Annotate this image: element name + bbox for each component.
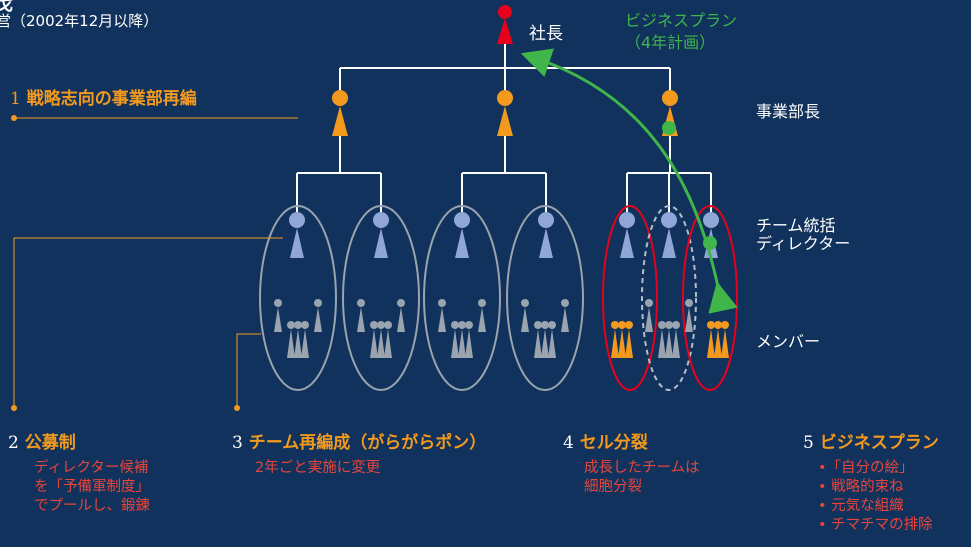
point4-description: 成長したチームは 細胞分裂 bbox=[584, 459, 700, 497]
point4-number: 4 bbox=[563, 433, 574, 453]
point2-line: でプールし、鍛錬 bbox=[34, 498, 150, 514]
point2-title: 公募制 bbox=[24, 433, 76, 453]
header-title: 戈 bbox=[0, 0, 13, 15]
point4-line: 細胞分裂 bbox=[584, 479, 642, 495]
business-plan-line2: （4年計画） bbox=[625, 33, 716, 52]
point5-description: •「自分の絵」 • 戦略的束ね • 元気な組織 • チマチマの排除 bbox=[818, 459, 933, 535]
point5-title: ビジネスプラン bbox=[819, 433, 939, 453]
point3-line: 2年ごと実施に変更 bbox=[255, 460, 381, 476]
point2-line: ディレクター候補 bbox=[34, 460, 149, 476]
header-subtitle: 営（2002年12月以降） bbox=[0, 12, 159, 30]
member-figures bbox=[274, 299, 693, 358]
point1-number: 1 bbox=[10, 89, 21, 109]
role-member: メンバー bbox=[756, 332, 821, 351]
point5-line: • チマチマの排除 bbox=[818, 517, 933, 533]
point3-heading: 3 チーム再編成（がらがらポン） bbox=[232, 428, 486, 453]
role-team-director-line2: ディレクター bbox=[756, 234, 851, 253]
point2-number: 2 bbox=[8, 433, 19, 453]
point2-line: を「予備軍制度」 bbox=[34, 479, 150, 495]
point2-description: ディレクター候補 を「予備軍制度」 でプールし、鍛錬 bbox=[34, 459, 150, 516]
point2-heading: 2 公募制 bbox=[8, 428, 76, 453]
role-team-director-line1: チーム統括 bbox=[756, 216, 836, 235]
president-figure bbox=[497, 5, 513, 44]
point4-heading: 4 セル分裂 bbox=[563, 428, 648, 453]
point1-title: 戦略志向の事業部再編 bbox=[26, 89, 197, 109]
role-president: 社長 bbox=[529, 24, 563, 44]
business-plan-label: ビジネスプラン （4年計画） bbox=[625, 10, 737, 54]
point1-heading: 1 戦略志向の事業部再編 bbox=[10, 84, 197, 109]
point-leader-lines bbox=[11, 115, 298, 411]
role-division-head: 事業部長 bbox=[756, 102, 821, 121]
new-member-figures bbox=[611, 321, 729, 358]
point5-heading: 5 ビジネスプラン bbox=[803, 428, 939, 453]
business-plan-line1: ビジネスプラン bbox=[625, 11, 738, 30]
point5-line: • 戦略的束ね bbox=[818, 479, 904, 495]
business-plan-arrow bbox=[520, 48, 738, 314]
point4-title: セル分裂 bbox=[579, 433, 648, 453]
point3-description: 2年ごと実施に変更 bbox=[255, 459, 380, 478]
point5-number: 5 bbox=[803, 433, 814, 453]
point3-number: 3 bbox=[232, 433, 243, 453]
division-head-figures bbox=[332, 90, 678, 136]
point5-line: •「自分の絵」 bbox=[818, 460, 914, 476]
point5-line: • 元気な組織 bbox=[818, 498, 904, 514]
team-ellipses bbox=[259, 205, 738, 391]
role-team-director: チーム統括 ディレクター bbox=[756, 217, 850, 253]
point3-title: チーム再編成（がらがらポン） bbox=[248, 433, 487, 453]
point4-line: 成長したチームは bbox=[584, 460, 700, 476]
